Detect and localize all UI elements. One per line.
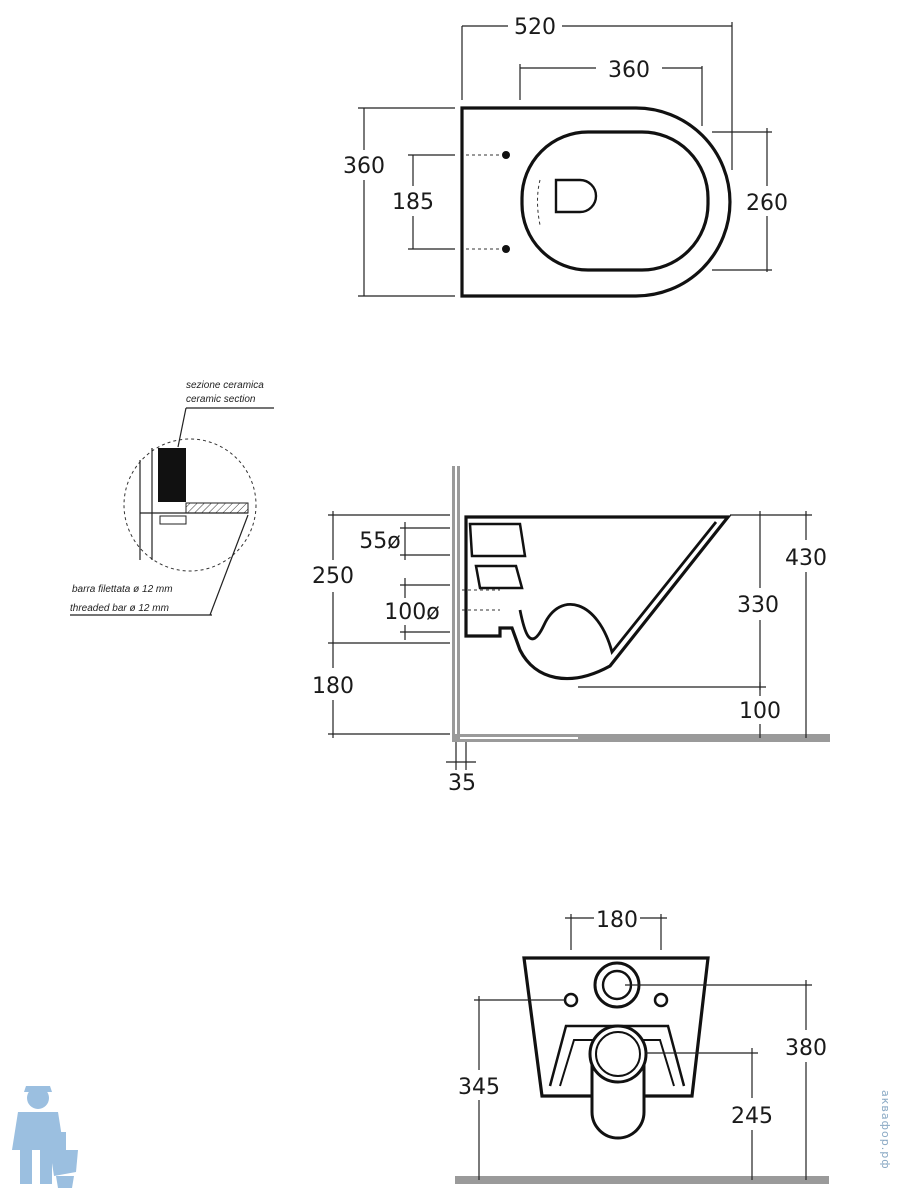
dim-side-rim-height: 430: [785, 546, 827, 571]
plan-drain-outline: [554, 178, 598, 214]
plan-fixing-hole-bottom: [502, 245, 510, 253]
dim-front-fixing-distance: 180: [596, 908, 638, 933]
dim-front-fixing-height: 345: [458, 1075, 500, 1100]
dim-front-inlet-height: 380: [785, 1036, 827, 1061]
dim-front-outlet-height: 245: [731, 1104, 773, 1129]
front-view: 180 380 345 245: [455, 908, 829, 1184]
side-view: 250 180 55ø 100ø 430 330 100 35: [312, 466, 830, 796]
dim-side-outlet-diameter: 100ø: [384, 600, 439, 625]
plan-rim-dashed: [537, 179, 541, 226]
dim-side-inlet-diameter: 55ø: [359, 529, 400, 554]
label-ceramic-section-en: ceramic section: [186, 394, 256, 405]
watermark: аквафор.рф: [879, 1090, 892, 1170]
plan-bowl-opening: [520, 130, 710, 272]
plumber-logo: [12, 1086, 78, 1188]
side-bowl-outline: [464, 515, 732, 681]
front-fixing-hole-left: [563, 992, 579, 1008]
side-floor: [452, 734, 830, 742]
plan-view: 520 360 360 185 260: [343, 15, 788, 298]
front-fixing-hole-right: [653, 992, 669, 1008]
dim-side-wall-gap: 35: [448, 771, 476, 796]
dim-plan-opening-length: 360: [608, 58, 650, 83]
plan-bowl-outline: [460, 106, 732, 298]
dim-side-outlet-height: 180: [312, 674, 354, 699]
dim-plan-length: 520: [514, 15, 556, 40]
detail-circle: [123, 438, 257, 572]
dim-plan-fixing-distance: 185: [392, 190, 434, 215]
front-floor: [455, 1176, 829, 1184]
plan-fixing-hole-top: [502, 151, 510, 159]
front-bowl-outline: [522, 956, 710, 1098]
dim-plan-width: 360: [343, 154, 385, 179]
fixing-detail: sezione ceramica ceramic section barra f…: [70, 380, 274, 616]
dim-plan-opening-width: 260: [746, 191, 788, 216]
label-ceramic-section-it: sezione ceramica: [186, 380, 264, 391]
detail-wall-bar: [185, 502, 249, 514]
dim-side-bottom-clearance: 100: [739, 699, 781, 724]
label-threaded-bar-it: barra filettata ø 12 mm: [72, 584, 173, 595]
detail-ceramic-section: [158, 448, 186, 502]
side-trap-outline: [518, 521, 718, 656]
dim-side-inlet-height: 250: [312, 564, 354, 589]
dim-side-bowl-height: 330: [737, 593, 779, 618]
label-threaded-bar-en: threaded bar ø 12 mm: [70, 603, 169, 614]
